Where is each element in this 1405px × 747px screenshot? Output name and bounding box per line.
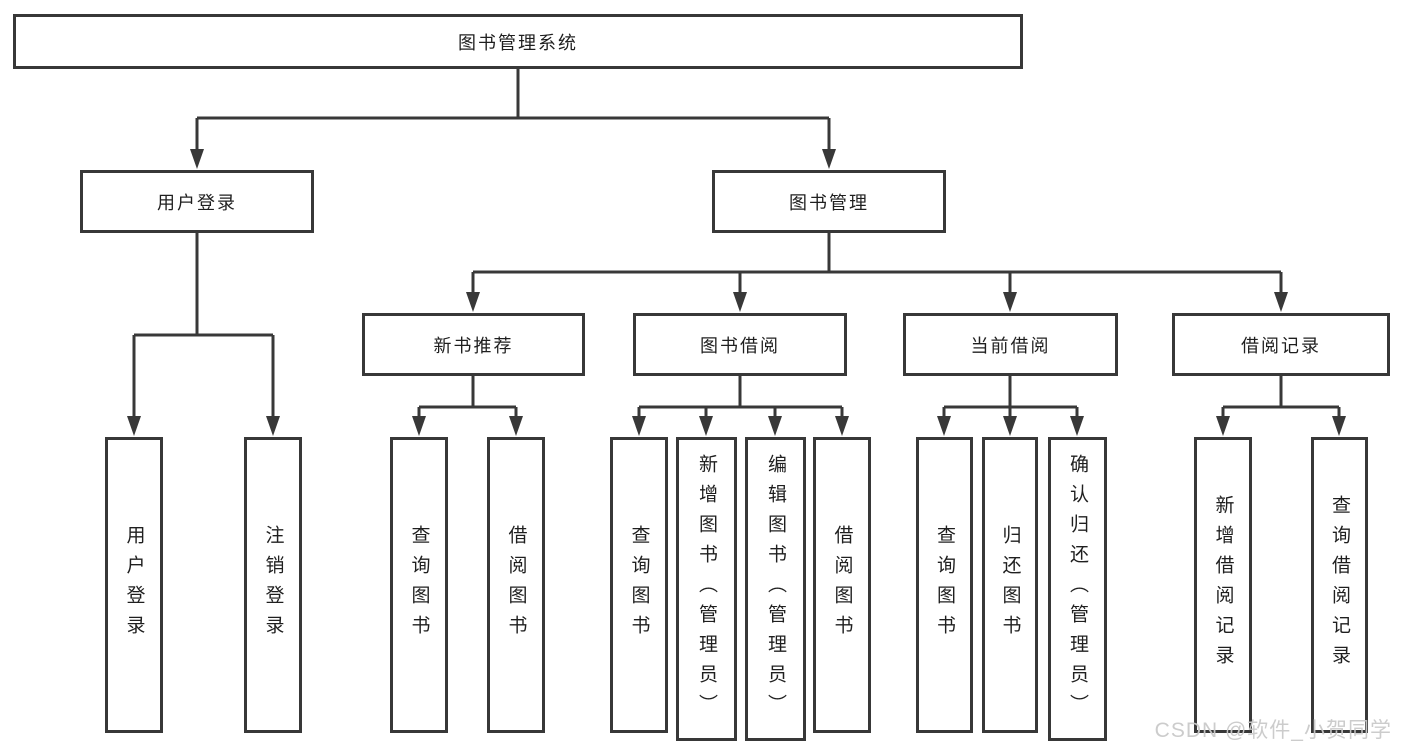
node-new-book-recommend: 新书推荐 xyxy=(362,313,585,376)
leaf-borrow-books-1: 借阅图书 xyxy=(487,437,545,733)
leaf-user-login: 用户登录 xyxy=(105,437,163,733)
leaf-query-books-3: 查询图书 xyxy=(916,437,973,733)
leaf-logout-label: 注销登录 xyxy=(262,525,284,645)
leaf-confirm-return-admin: 确认归还（管理员） xyxy=(1048,437,1107,741)
connector-new-book-children xyxy=(417,376,518,418)
leaf-borrow-books-2-label: 借阅图书 xyxy=(831,525,853,645)
arrowhead-new-book xyxy=(466,292,480,312)
leaf-query-books-2: 查询图书 xyxy=(610,437,668,733)
leaf-query-borrow-record-label: 查询借阅记录 xyxy=(1329,495,1350,675)
node-new-book-recommend-label: 新书推荐 xyxy=(433,335,514,356)
arrowhead-leaf-edit-book xyxy=(768,416,782,436)
leaf-add-borrow-record-label: 新增借阅记录 xyxy=(1212,495,1234,675)
node-user-login-label: 用户登录 xyxy=(157,192,237,213)
connector-book-management-children xyxy=(471,233,1283,294)
leaf-edit-book-admin: 编辑图书（管理员） xyxy=(745,437,806,741)
node-borrowing-records-label: 借阅记录 xyxy=(1241,335,1321,356)
leaf-confirm-return-admin-label: 确认归还（管理员） xyxy=(1067,454,1088,724)
leaf-borrow-books-1-label: 借阅图书 xyxy=(505,525,527,645)
node-book-management: 图书管理 xyxy=(712,170,946,233)
leaf-query-books-1: 查询图书 xyxy=(390,437,448,733)
leaf-borrow-books-2: 借阅图书 xyxy=(813,437,871,733)
node-current-borrowing-label: 当前借阅 xyxy=(970,335,1051,356)
arrowhead-user-login xyxy=(190,149,204,169)
leaf-return-books: 归还图书 xyxy=(982,437,1038,733)
leaf-add-book-admin-label: 新增图书（管理员） xyxy=(696,454,717,724)
arrowhead-borrow-record xyxy=(1274,292,1288,312)
node-borrowing-records: 借阅记录 xyxy=(1172,313,1390,376)
connector-root-split xyxy=(195,69,831,151)
leaf-query-borrow-record: 查询借阅记录 xyxy=(1311,437,1368,733)
connector-user-login-children xyxy=(132,233,275,418)
csdn-watermark: CSDN @软件_小贺同学 xyxy=(1154,719,1392,742)
node-book-management-label: 图书管理 xyxy=(789,192,869,213)
arrowhead-leaf-query-record xyxy=(1332,416,1346,436)
arrowhead-current-borrow xyxy=(1003,292,1017,312)
node-book-borrowing-label: 图书借阅 xyxy=(700,335,780,356)
arrowhead-leaf-query-books-3 xyxy=(937,416,951,436)
leaf-query-books-2-label: 查询图书 xyxy=(628,525,650,645)
node-root: 图书管理系统 xyxy=(13,14,1023,69)
arrowhead-leaf-borrow-books-2 xyxy=(835,416,849,436)
arrowhead-leaf-logout xyxy=(266,416,280,436)
leaf-edit-book-admin-label: 编辑图书（管理员） xyxy=(765,454,786,724)
node-user-login: 用户登录 xyxy=(80,170,314,233)
leaf-logout: 注销登录 xyxy=(244,437,302,733)
connector-current-borrow-children xyxy=(942,376,1079,418)
arrowhead-leaf-query-books-2 xyxy=(632,416,646,436)
node-root-label: 图书管理系统 xyxy=(458,32,578,53)
arrowhead-book-borrow xyxy=(733,292,747,312)
node-book-borrowing: 图书借阅 xyxy=(633,313,847,376)
leaf-add-borrow-record: 新增借阅记录 xyxy=(1194,437,1252,733)
arrowhead-leaf-return-books xyxy=(1003,416,1017,436)
connector-borrow-record-children xyxy=(1221,376,1341,418)
arrowhead-leaf-borrow-books-1 xyxy=(509,416,523,436)
node-current-borrowing: 当前借阅 xyxy=(903,313,1118,376)
leaf-query-books-1-label: 查询图书 xyxy=(408,525,430,645)
arrowhead-book-management xyxy=(822,149,836,169)
arrowhead-leaf-add-book xyxy=(699,416,713,436)
arrowhead-leaf-confirm-return xyxy=(1070,416,1084,436)
arrowhead-leaf-query-books-1 xyxy=(412,416,426,436)
leaf-user-login-label: 用户登录 xyxy=(123,525,145,645)
arrowhead-leaf-user-login xyxy=(127,416,141,436)
arrowhead-leaf-add-record xyxy=(1216,416,1230,436)
leaf-return-books-label: 归还图书 xyxy=(999,525,1021,645)
connector-book-borrow-children xyxy=(637,376,844,418)
leaf-query-books-3-label: 查询图书 xyxy=(934,525,955,645)
leaf-add-book-admin: 新增图书（管理员） xyxy=(676,437,737,741)
